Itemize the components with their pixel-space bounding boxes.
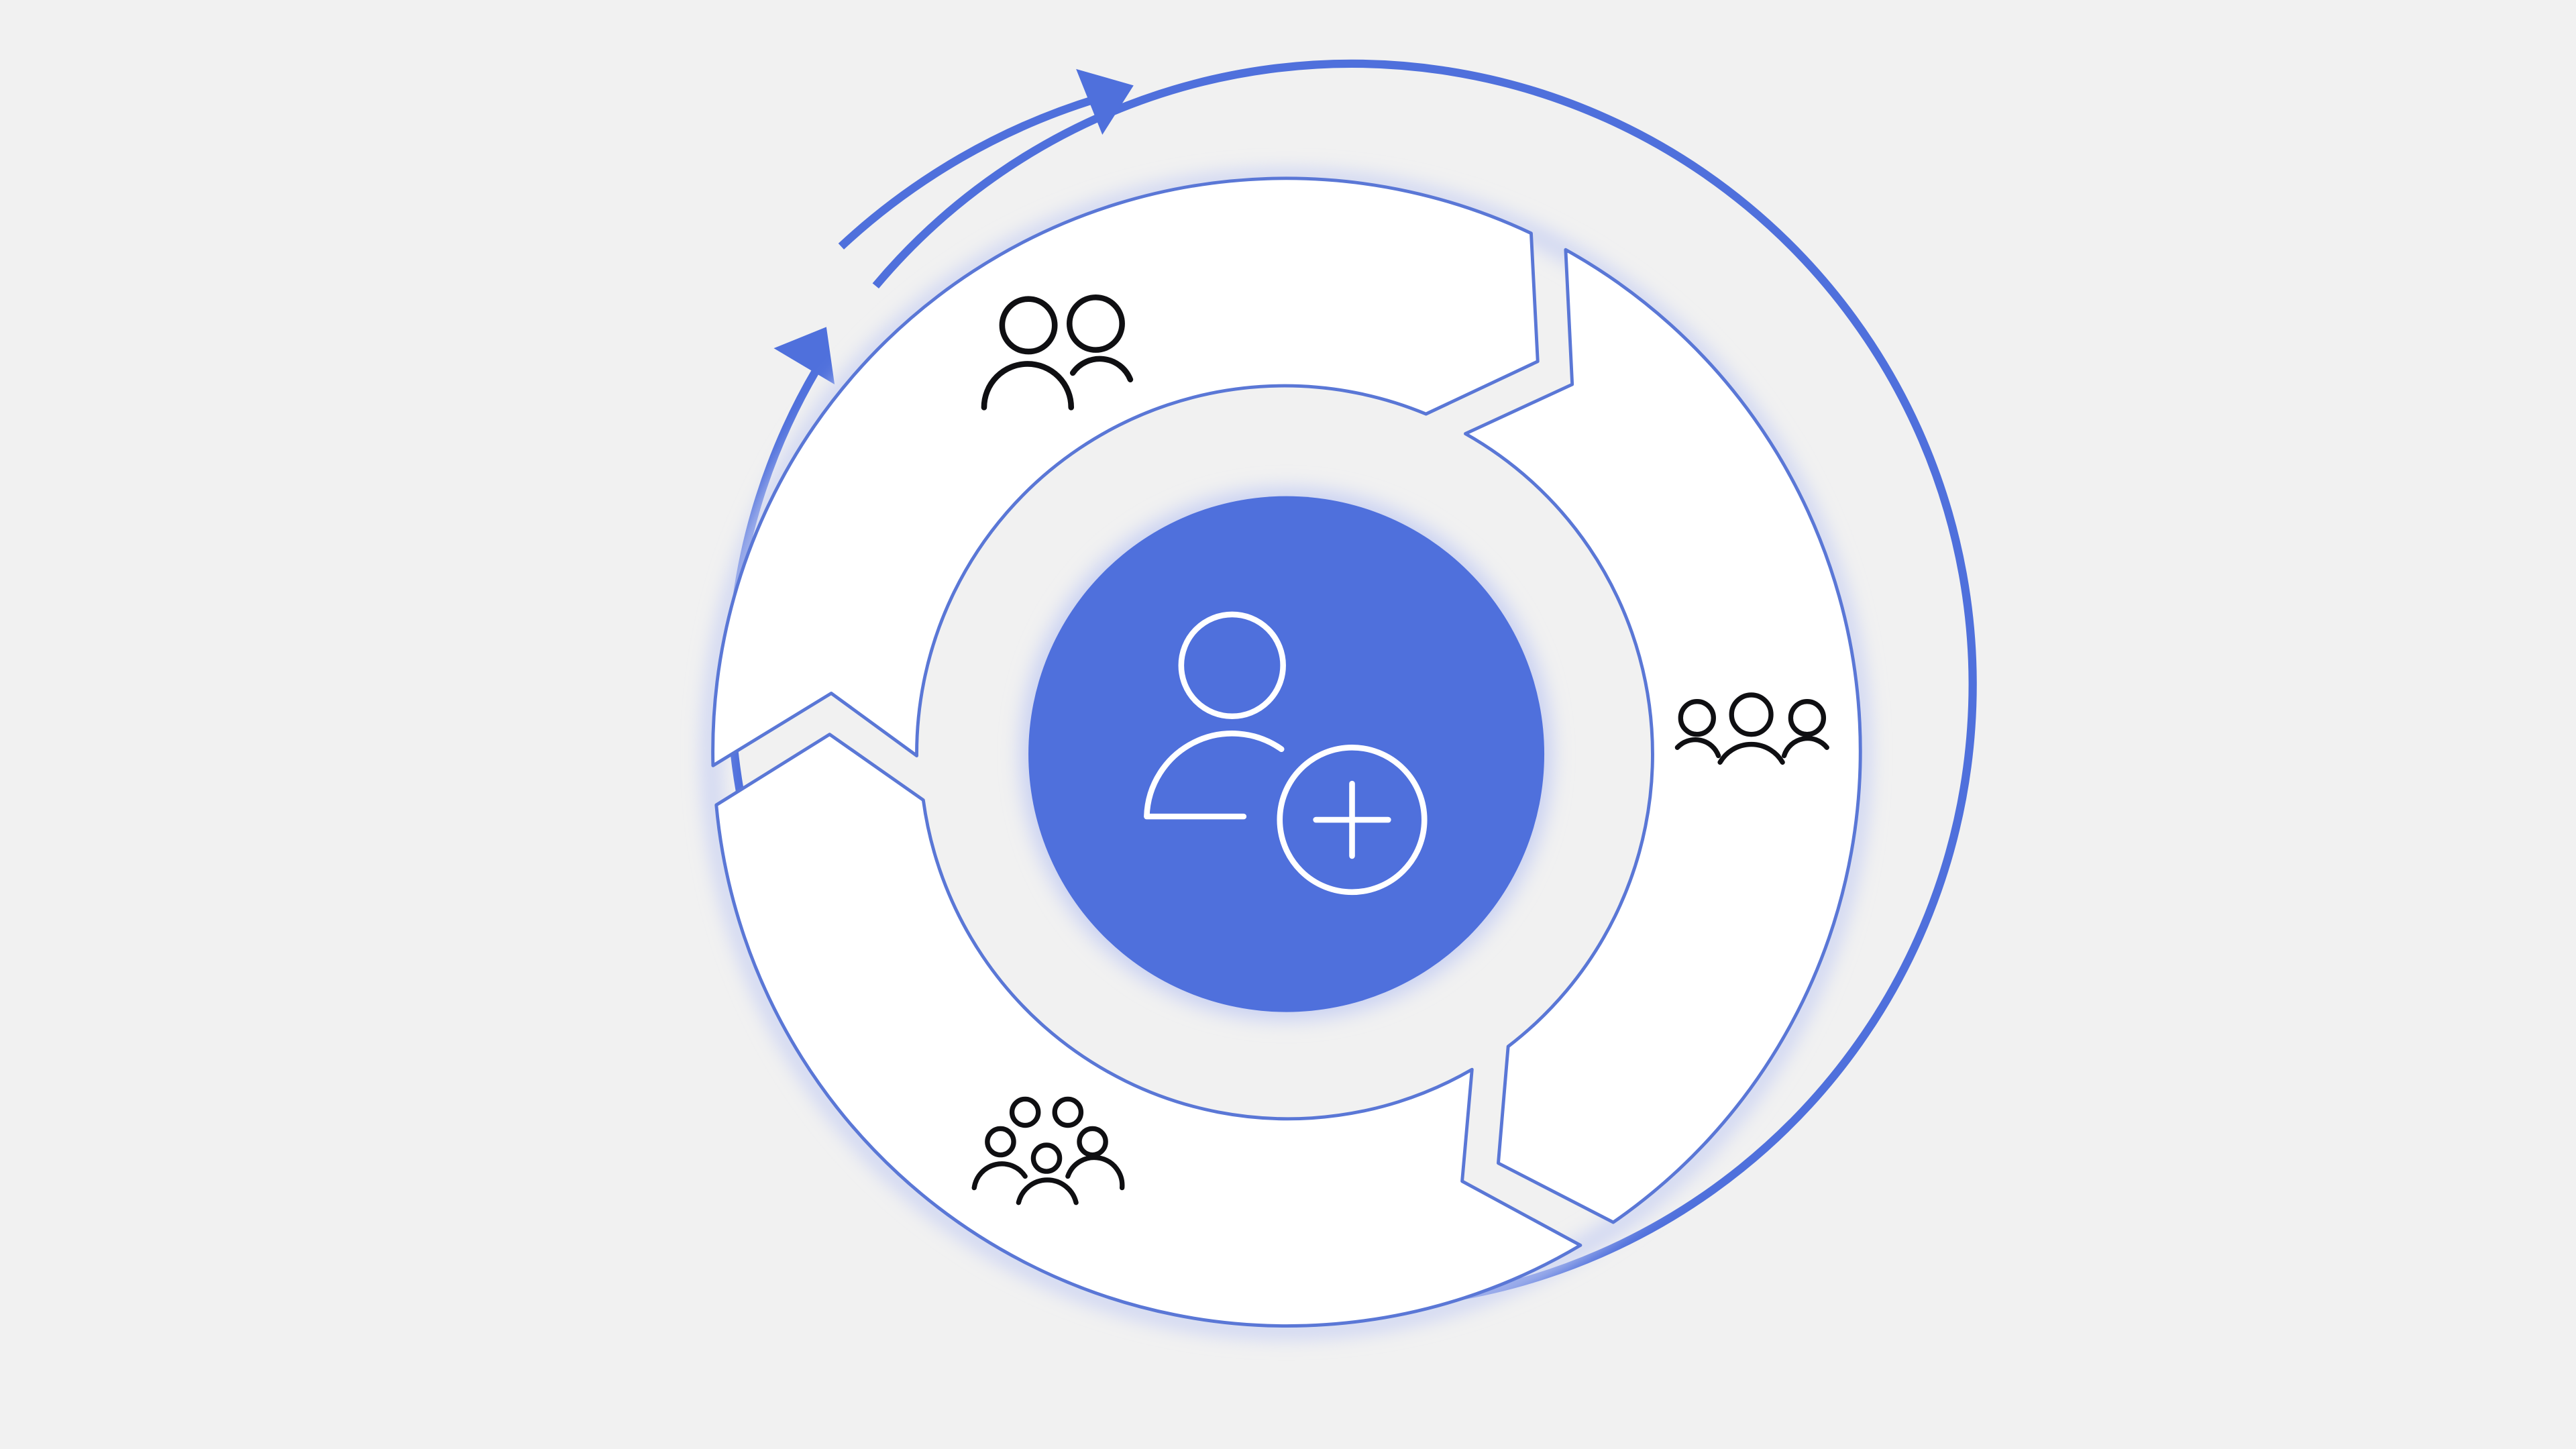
arrowhead-icon	[773, 327, 835, 385]
three-people-icon	[1674, 692, 1829, 765]
top-arc-line	[838, 95, 1099, 250]
two-people-icon	[981, 294, 1134, 411]
segment-right	[1464, 248, 1862, 1224]
group-of-people-icon	[971, 1096, 1125, 1205]
arrowhead-icon	[1076, 68, 1134, 135]
center-circle	[1028, 496, 1545, 1012]
segment-top	[711, 176, 1540, 767]
add-user-icon	[1144, 611, 1428, 896]
segment-bottom-left	[714, 733, 1582, 1328]
